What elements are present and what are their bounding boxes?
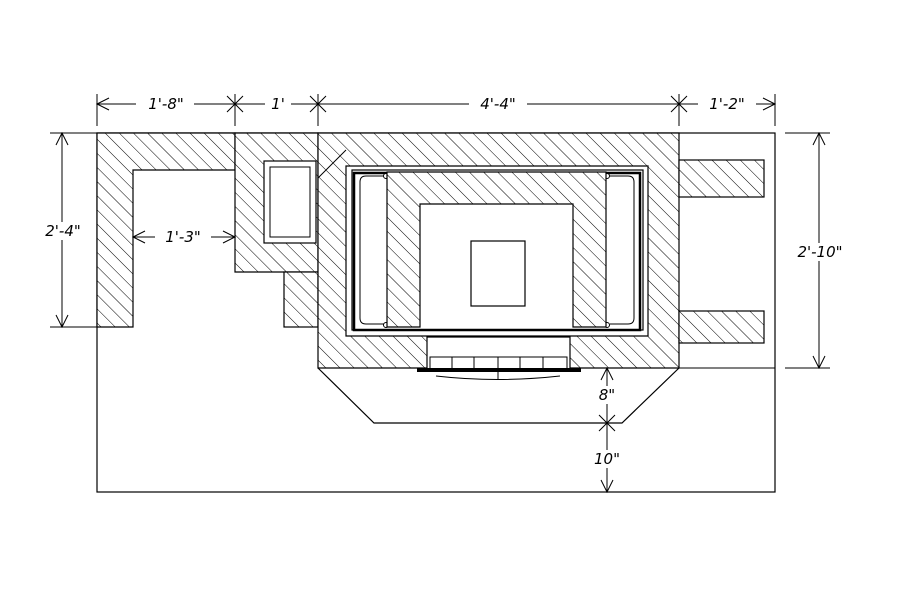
dim-label-top-2: 1' bbox=[271, 95, 285, 113]
surround-corner-line bbox=[317, 149, 347, 179]
dim-label-right-height: 2'-10" bbox=[797, 243, 842, 261]
dim-arrow bbox=[812, 355, 826, 370]
dim-label-top-3: 4'-4" bbox=[480, 95, 516, 113]
hearth-opening-edges bbox=[426, 336, 571, 368]
right-bracket-bottom bbox=[678, 310, 765, 344]
middle-block-opening-inner bbox=[269, 166, 311, 238]
firebrick-liner-hatch bbox=[386, 171, 607, 328]
grate-center bbox=[470, 240, 526, 307]
door-screen-base bbox=[417, 368, 581, 372]
dim-arrow bbox=[55, 314, 69, 329]
dim-arrow bbox=[95, 97, 110, 111]
middle-block-opening bbox=[263, 160, 317, 244]
dim-arrow bbox=[131, 230, 146, 244]
dim-label-left-height: 2'-4" bbox=[45, 222, 81, 240]
hearth-extension bbox=[317, 367, 680, 424]
dim-arrow bbox=[812, 131, 826, 146]
dim-tick bbox=[670, 95, 688, 113]
dim-label-front-depth: 10" bbox=[594, 450, 620, 468]
dim-label-inner-width: 1'-3" bbox=[165, 228, 201, 246]
right-bracket-top bbox=[678, 159, 765, 198]
firebox-liner-left bbox=[359, 175, 385, 325]
dim-arrow bbox=[222, 230, 237, 244]
dim-tick bbox=[598, 414, 616, 432]
firebox-liner-right bbox=[610, 175, 635, 325]
dim-arrow bbox=[762, 97, 777, 111]
step-block-hatch bbox=[283, 271, 319, 328]
dim-label-top-1: 1'-8" bbox=[148, 95, 184, 113]
dim-arrow bbox=[55, 131, 69, 146]
dim-label-hearth-depth: 8" bbox=[599, 386, 615, 404]
dim-arrow bbox=[600, 366, 614, 381]
dim-tick bbox=[226, 95, 244, 113]
dim-arrow bbox=[600, 479, 614, 494]
dim-tick bbox=[309, 95, 327, 113]
dim-label-top-4: 1'-2" bbox=[709, 95, 745, 113]
